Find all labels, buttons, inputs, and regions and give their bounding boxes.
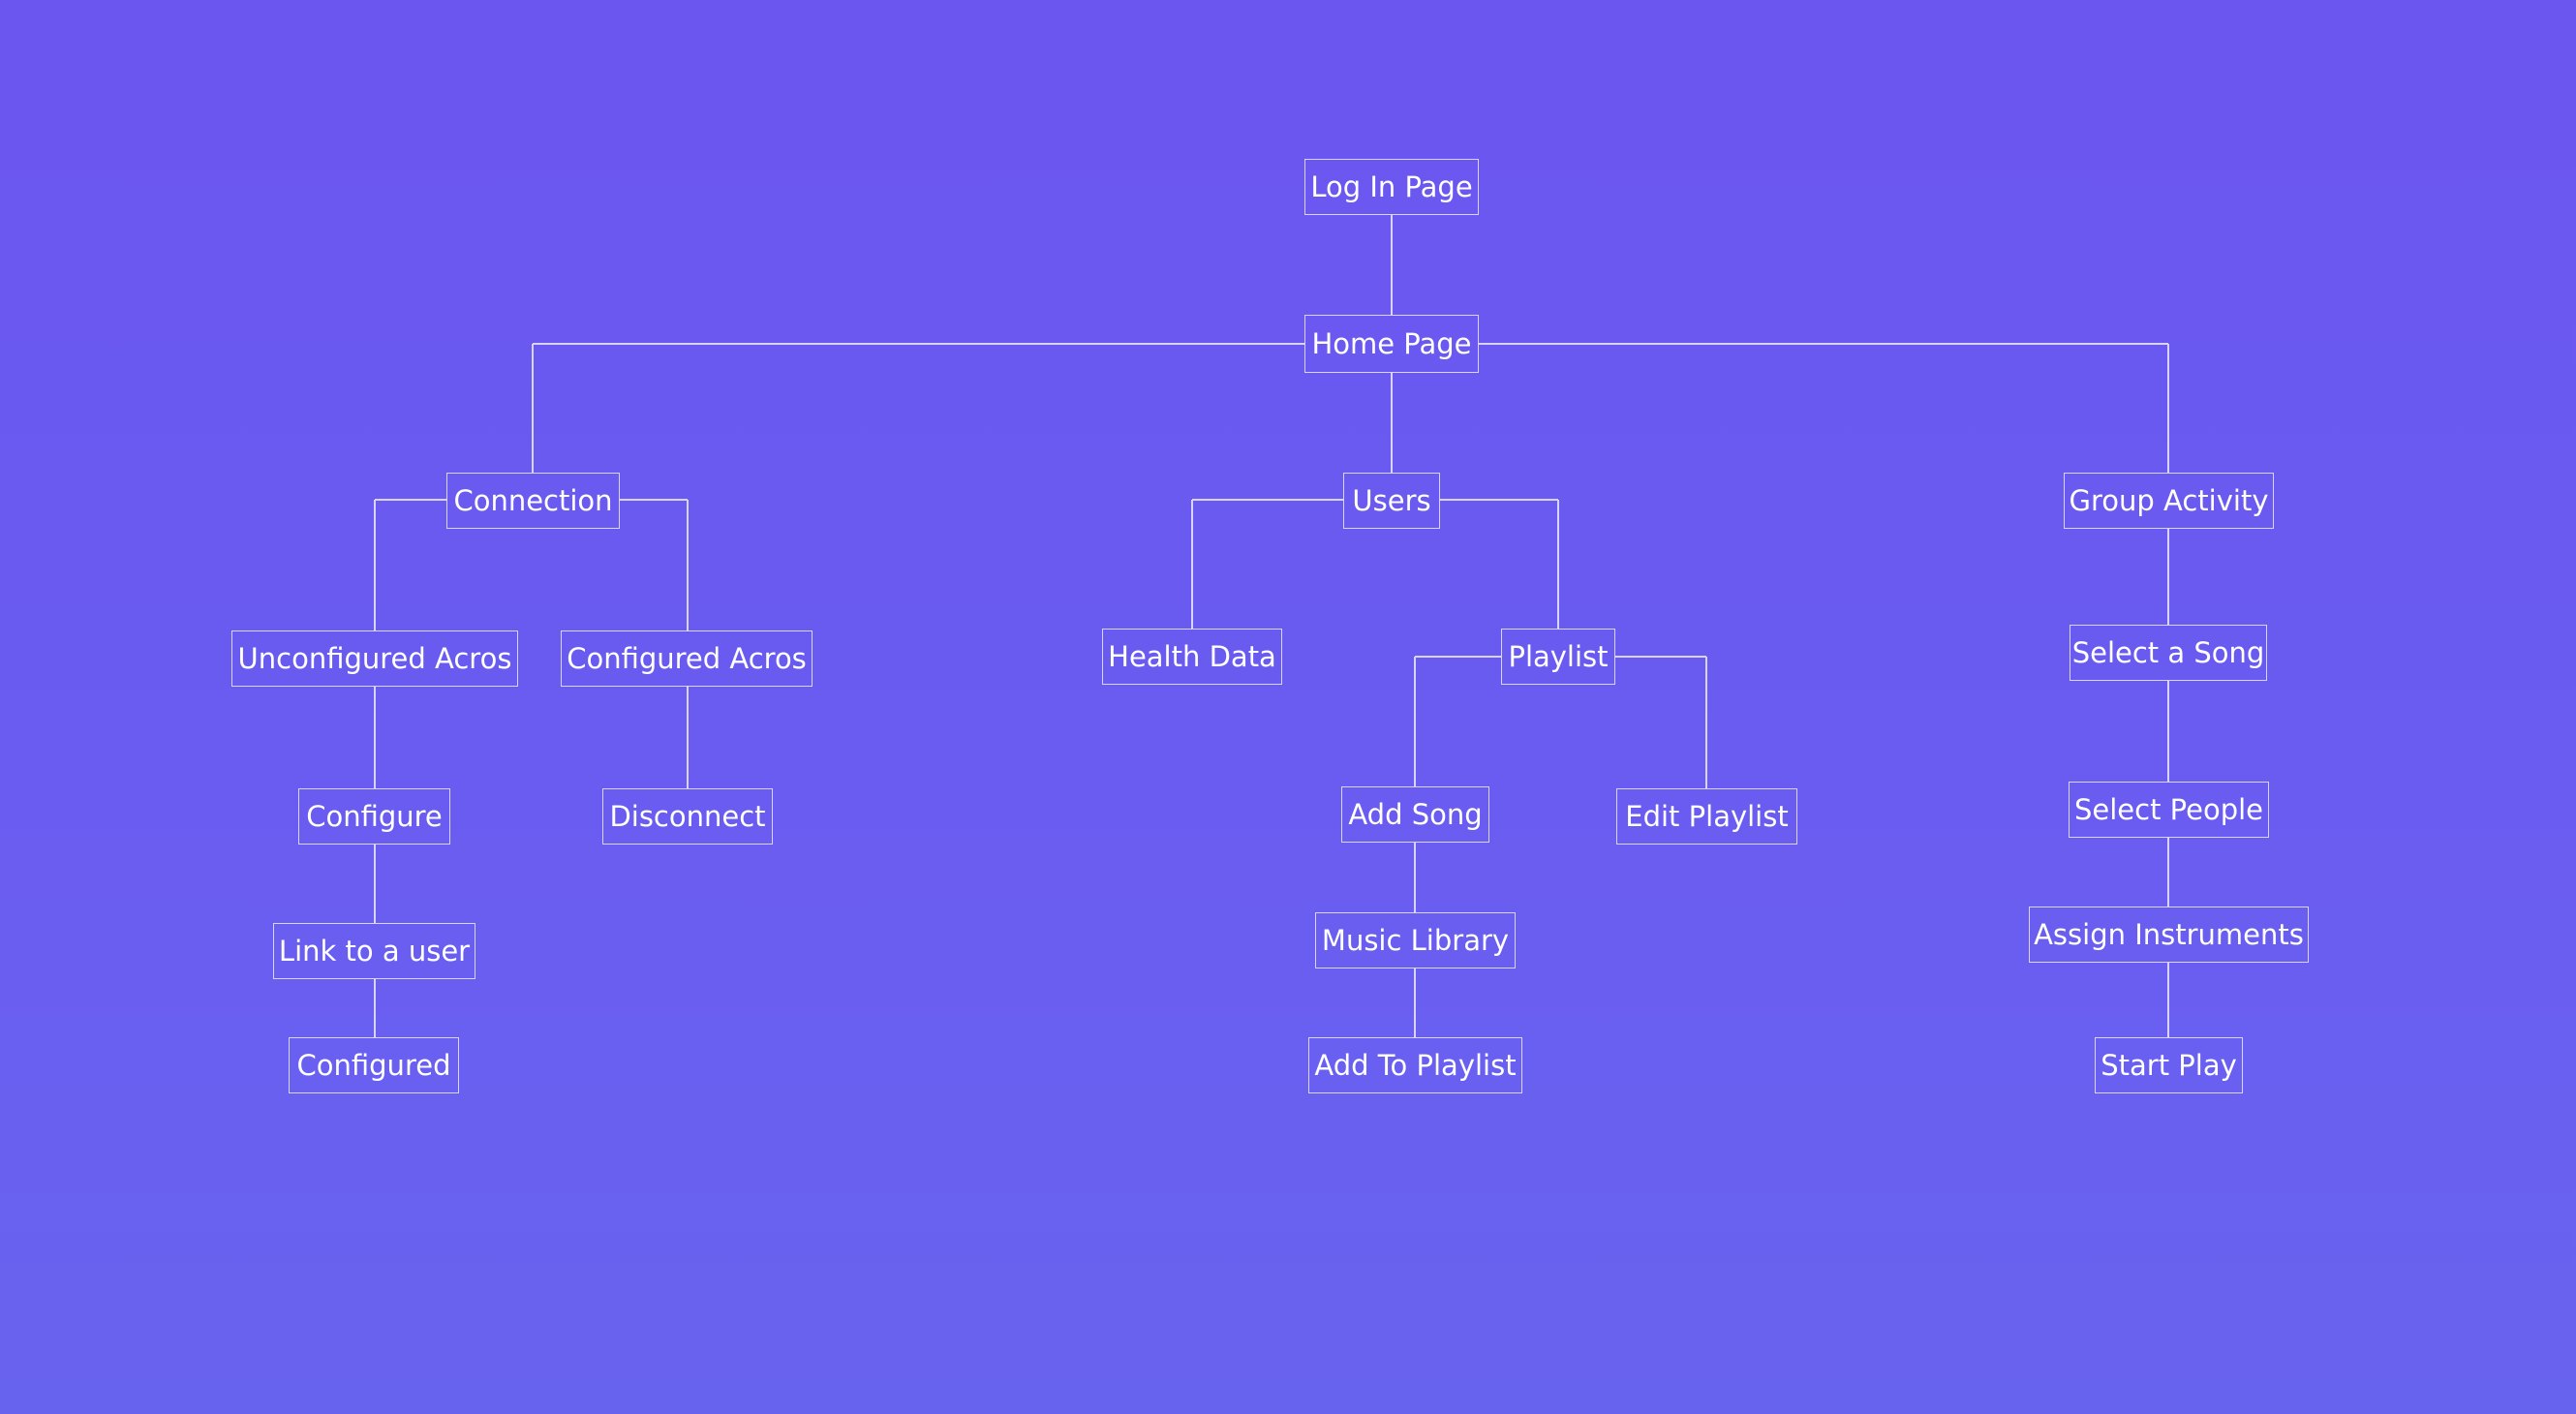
node-log-in-page[interactable]: Log In Page (1304, 159, 1479, 215)
node-health-data[interactable]: Health Data (1102, 629, 1282, 685)
node-disconnect[interactable]: Disconnect (602, 788, 773, 845)
node-label: Playlist (1508, 639, 1609, 673)
node-label: Start Play (2101, 1048, 2237, 1082)
node-label: Add Song (1348, 797, 1483, 831)
node-label: Users (1352, 483, 1431, 517)
node-music-library[interactable]: Music Library (1315, 912, 1516, 968)
node-connection[interactable]: Connection (446, 473, 620, 529)
node-edit-playlist[interactable]: Edit Playlist (1616, 788, 1797, 845)
node-label: Configured (296, 1048, 451, 1082)
node-configure[interactable]: Configure (298, 788, 450, 845)
node-select-a-song[interactable]: Select a Song (2070, 625, 2267, 681)
node-label: Configure (306, 799, 443, 833)
node-label: Disconnect (609, 799, 766, 833)
node-start-play[interactable]: Start Play (2095, 1037, 2243, 1093)
node-users[interactable]: Users (1343, 473, 1440, 529)
node-label: Home Page (1311, 326, 1472, 360)
node-label: Log In Page (1310, 169, 1473, 203)
node-label: Select a Song (2071, 635, 2265, 669)
node-label: Configured Acros (567, 641, 807, 675)
node-playlist[interactable]: Playlist (1501, 629, 1615, 685)
node-label: Group Activity (2069, 483, 2269, 517)
node-label: Health Data (1108, 639, 1276, 673)
node-label: Assign Instruments (2034, 917, 2304, 951)
node-add-song[interactable]: Add Song (1341, 786, 1489, 843)
node-label: Connection (453, 483, 613, 517)
node-home-page[interactable]: Home Page (1304, 315, 1479, 373)
node-configured[interactable]: Configured (289, 1037, 459, 1093)
node-link-to-a-user[interactable]: Link to a user (273, 923, 475, 979)
node-assign-instruments[interactable]: Assign Instruments (2029, 907, 2309, 963)
node-group-activity[interactable]: Group Activity (2064, 473, 2274, 529)
node-configured-acros[interactable]: Configured Acros (561, 630, 813, 687)
node-unconfigured-acros[interactable]: Unconfigured Acros (231, 630, 518, 687)
node-label: Add To Playlist (1314, 1048, 1517, 1082)
node-label: Select People (2073, 792, 2264, 826)
node-select-people[interactable]: Select People (2069, 782, 2269, 838)
node-label: Music Library (1321, 923, 1510, 957)
node-label: Unconfigured Acros (237, 641, 512, 675)
node-label: Edit Playlist (1625, 799, 1789, 833)
node-add-to-playlist[interactable]: Add To Playlist (1308, 1037, 1522, 1093)
node-label: Link to a user (278, 934, 471, 968)
